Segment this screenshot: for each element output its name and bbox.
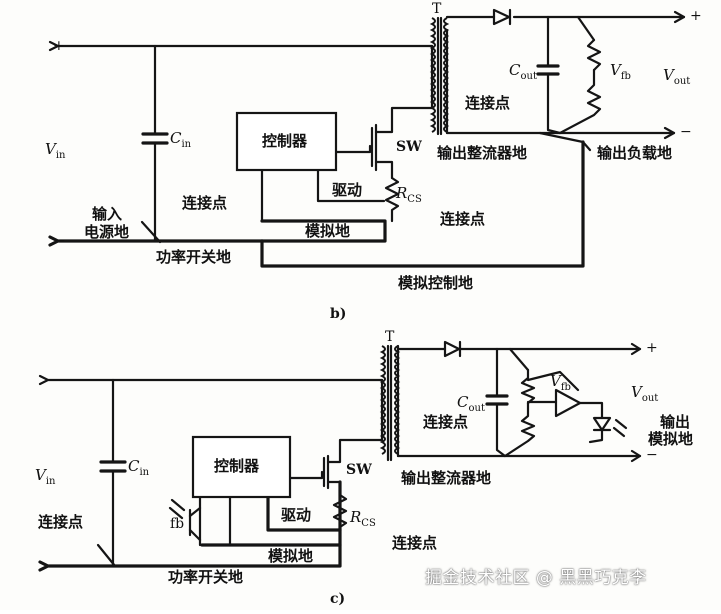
- cin-label-b: Cin: [170, 129, 192, 150]
- cout-label-c: Cout: [457, 393, 485, 414]
- watermark-text: 掘金技术社区 @ 黑黑巧克李: [425, 568, 647, 588]
- caption-c: c): [330, 591, 346, 607]
- connection-right-b: 连接点: [465, 94, 511, 112]
- drive-label-b: 驱动: [332, 181, 363, 199]
- vin-label-b: Vin: [45, 140, 66, 161]
- rectifier-ground-b: 输出整流器地: [437, 144, 528, 162]
- vin-label-c: Vin: [35, 466, 56, 487]
- sw-label-b: SW: [396, 139, 422, 155]
- minus-out-b: −: [680, 124, 692, 140]
- controller-box-c: [191, 435, 292, 499]
- connection-rcs-c: 连接点: [392, 534, 438, 552]
- connection-left-c: 连接点: [38, 513, 84, 531]
- connection-left-b: 连接点: [182, 194, 228, 212]
- drive-label-c: 驱动: [281, 506, 312, 524]
- fb-label-c: fb: [170, 516, 185, 532]
- cin-label-c: Cin: [128, 457, 150, 478]
- controller-label-b: 控制器: [262, 132, 308, 150]
- input-ground-label-b-1: 输入: [92, 205, 123, 223]
- transformer-label-c: T: [385, 329, 395, 345]
- rcs-label-b: RCS: [396, 184, 422, 205]
- power-switch-ground-b: 功率开关地: [156, 248, 232, 266]
- output-analog-ground-c-2: 模拟地: [648, 430, 694, 448]
- analog-ground-label-b: 模拟地: [305, 222, 351, 240]
- cout-label-b: Cout: [509, 61, 537, 82]
- rcs-label-c: RCS: [350, 508, 376, 529]
- vout-label-b: Vout: [663, 66, 691, 87]
- caption-b: b): [330, 306, 347, 322]
- output-analog-ground-c-1: 输出: [660, 413, 691, 431]
- controller-box-b: [235, 111, 338, 172]
- diagram-c-wiring: [38, 340, 642, 572]
- analog-ground-label-c: 模拟地: [268, 547, 314, 565]
- plus-in-b: +: [53, 38, 65, 54]
- vout-label-c: Vout: [631, 383, 659, 404]
- connection-right-c: 连接点: [423, 413, 469, 431]
- input-ground-label-b-2: 电源地: [84, 223, 130, 241]
- plus-out-c: +: [646, 340, 658, 356]
- power-switch-ground-c: 功率开关地: [168, 568, 244, 586]
- sw-label-c: SW: [346, 462, 372, 478]
- rectifier-ground-c: 输出整流器地: [401, 469, 492, 487]
- vfb-label-c: Vfb: [550, 372, 571, 393]
- minus-in-b: −: [54, 233, 66, 249]
- connection-rcs-b: 连接点: [440, 210, 486, 228]
- plus-out-b: +: [690, 8, 702, 24]
- vfb-label-b: Vfb: [610, 61, 631, 82]
- load-ground-b: 输出负载地: [597, 144, 673, 162]
- minus-out-c: −: [646, 447, 658, 463]
- transformer-label-b: T: [432, 1, 442, 17]
- controller-label-c: 控制器: [214, 457, 260, 475]
- diagram-b-wiring: [48, 8, 686, 268]
- analog-control-ground-b: 模拟控制地: [398, 274, 474, 292]
